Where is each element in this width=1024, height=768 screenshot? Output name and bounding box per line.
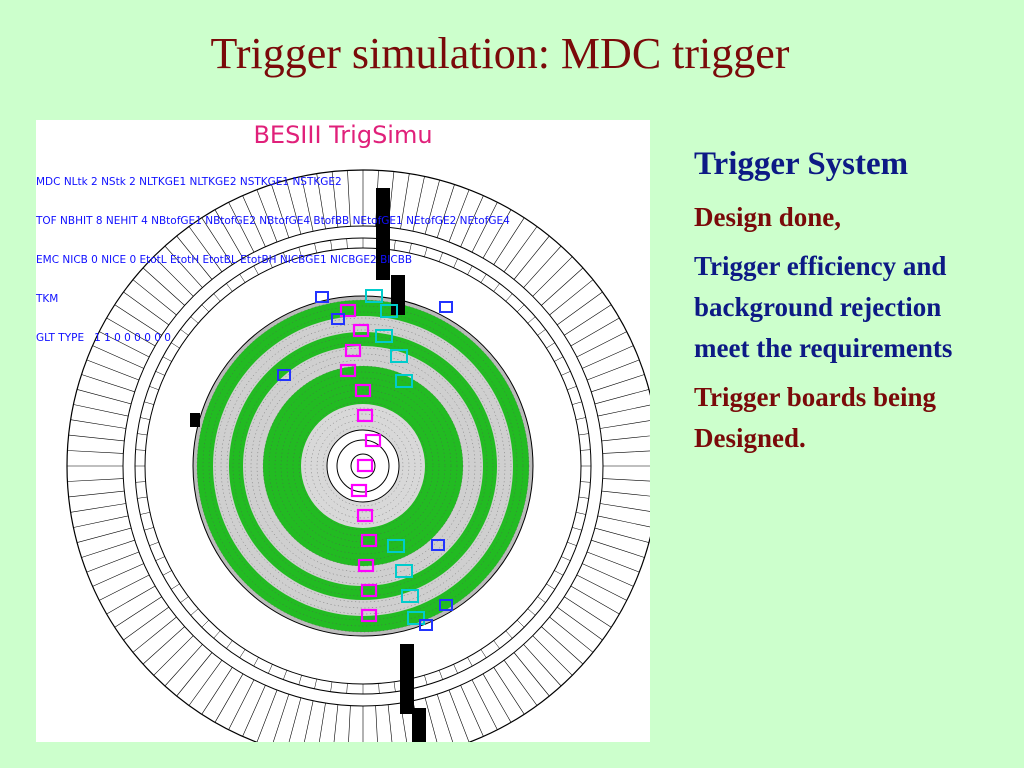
track-hit-magenta [354,383,372,398]
event-display-figure: BESIII TrigSimu MDC NLtk 2 NStk 2 NLTKGE… [36,120,650,742]
track-hit-cyan [387,539,405,553]
mdc-wire-layer [196,299,530,633]
mdc-wire-layer [226,329,500,603]
track-hit-cyan [390,349,408,363]
track-hit-magenta [364,433,382,448]
track-hit-magenta [339,363,357,378]
mdc-wire-layer [268,371,458,561]
mdc-wire-layer [208,311,518,621]
track-hit-magenta [360,583,378,598]
track-hit-cyan [380,304,398,318]
track-hit-cyan [395,564,413,578]
info-line-mdc: MDC NLtk 2 NStk 2 NLTKGE1 NLTKGE2 NSTKGE… [36,176,342,188]
detector-display [66,169,650,742]
tof-hit-blue [315,291,329,303]
track-hit-magenta [356,408,374,423]
panel-item-design-done: Design done, [694,202,842,232]
mdc-wire-layer [280,383,446,549]
mdc-wire-layer [262,365,464,567]
mdc-wire-layer [316,419,410,513]
emc-hit-bar [400,644,414,714]
info-line-tkm: TKM [36,293,59,305]
mdc-wire-layer [274,377,452,555]
mdc-wire-layer [202,305,524,627]
track-hit-magenta [357,558,375,573]
emc-hit-bar [412,708,426,742]
info-line-glt: GLT TYPE 1 1 0 0 0 0 0 0 [36,332,171,344]
emc-hit-bar [376,188,390,280]
track-hit-magenta [350,483,368,498]
mdc-wire-layer [322,425,404,507]
track-hit-magenta [356,508,374,523]
mdc-wire-layer [244,347,482,585]
mdc-wire-layer [304,407,422,525]
tof-hit-blue [439,301,453,313]
tof-hit-blue [431,539,445,551]
mdc-wire-layer [298,401,428,531]
track-hit-magenta [356,458,374,473]
panel-item-efficiency: Trigger efficiency and background reject… [694,251,953,363]
track-hit-cyan [375,329,393,343]
track-hit-cyan [401,589,419,603]
mdc-wire-layer [286,389,440,543]
emc-hit-bar [190,413,200,427]
track-hit-cyan [395,374,413,388]
info-line-tof: TOF NBHIT 8 NEHIT 4 NBtofGE1 NBtofGE2 NB… [36,215,510,227]
tof-hit-blue [419,619,433,631]
track-hit-cyan [365,289,383,303]
slide-title: Trigger simulation: MDC trigger [210,29,790,78]
tof-hit-blue [277,369,291,381]
text-panel: Trigger System Design done, Trigger effi… [694,146,994,467]
figure-title: BESIII TrigSimu [253,121,433,149]
info-line-emc: EMC NICB 0 NICE 0 EtotL EtotH EtotBL Eto… [36,254,413,266]
panel-heading: Trigger System [694,146,909,182]
track-hit-magenta [339,303,357,318]
track-hit-magenta [352,323,370,338]
track-hit-magenta [360,608,378,623]
mdc-wire-layer [256,359,470,573]
trigger-info-block: MDC NLtk 2 NStk 2 NLTKGE1 NLTKGE2 NSTKGE… [36,150,510,371]
track-hit-cyan [407,611,425,625]
track-hit-magenta [344,343,362,358]
mdc-wire-layer [310,413,416,519]
tof-hit-blue [439,599,453,611]
mdc-wire-layer [292,395,434,537]
track-hit-magenta [360,533,378,548]
mdc-wire-layer [250,353,476,579]
panel-item-boards: Trigger boards being Designed. [694,382,937,453]
tof-hit-blue [331,313,345,325]
